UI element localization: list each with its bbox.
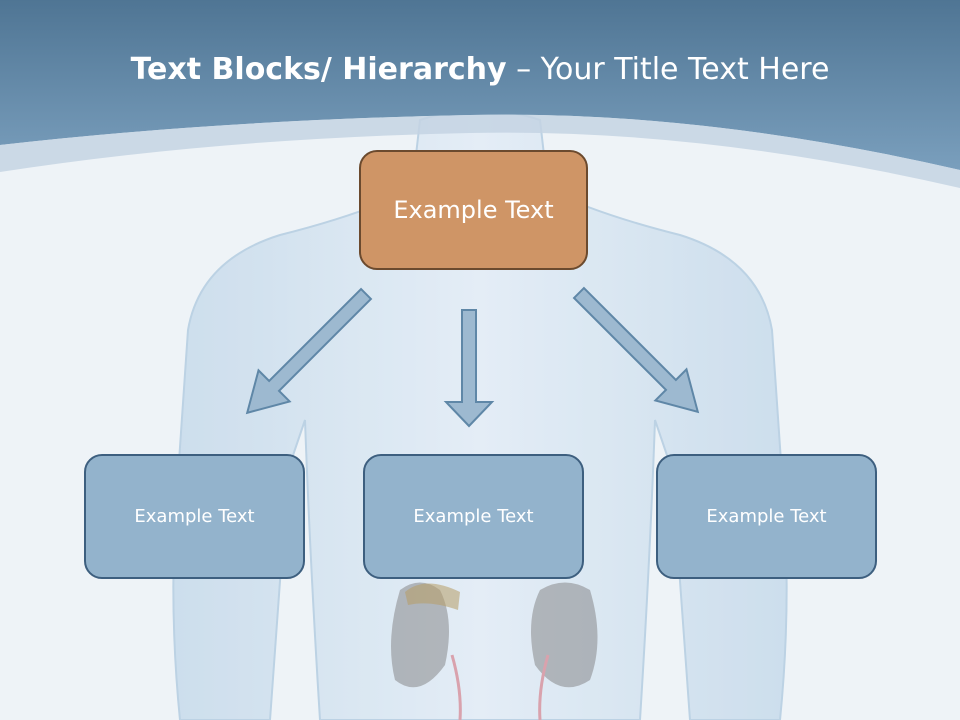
adrenal-gland — [405, 583, 460, 610]
ureter-right — [538, 654, 550, 720]
slide-title: Text Blocks/ Hierarchy – Your Title Text… — [0, 52, 960, 87]
kidney-left — [391, 582, 449, 688]
arrows — [245, 286, 700, 428]
title-bold-part: Text Blocks/ Hierarchy — [130, 52, 507, 87]
title-separator: – — [506, 52, 541, 87]
arrow-middle — [443, 309, 495, 428]
child-text-block-right[interactable]: Example Text — [656, 454, 877, 579]
top-text-block[interactable]: Example Text — [359, 150, 588, 270]
top-text-block-label: Example Text — [393, 196, 554, 224]
child-text-block-left[interactable]: Example Text — [84, 454, 305, 579]
arrow-right — [572, 286, 700, 414]
kidney-right — [531, 582, 598, 688]
child-text-block-label: Example Text — [134, 506, 255, 527]
header-band — [0, 0, 960, 188]
ureter-left — [450, 654, 462, 720]
child-text-block-label: Example Text — [413, 506, 534, 527]
child-text-block-middle[interactable]: Example Text — [363, 454, 584, 579]
title-rest-part: Your Title Text Here — [540, 52, 830, 87]
arrow-left — [245, 287, 373, 415]
child-text-block-label: Example Text — [706, 506, 827, 527]
